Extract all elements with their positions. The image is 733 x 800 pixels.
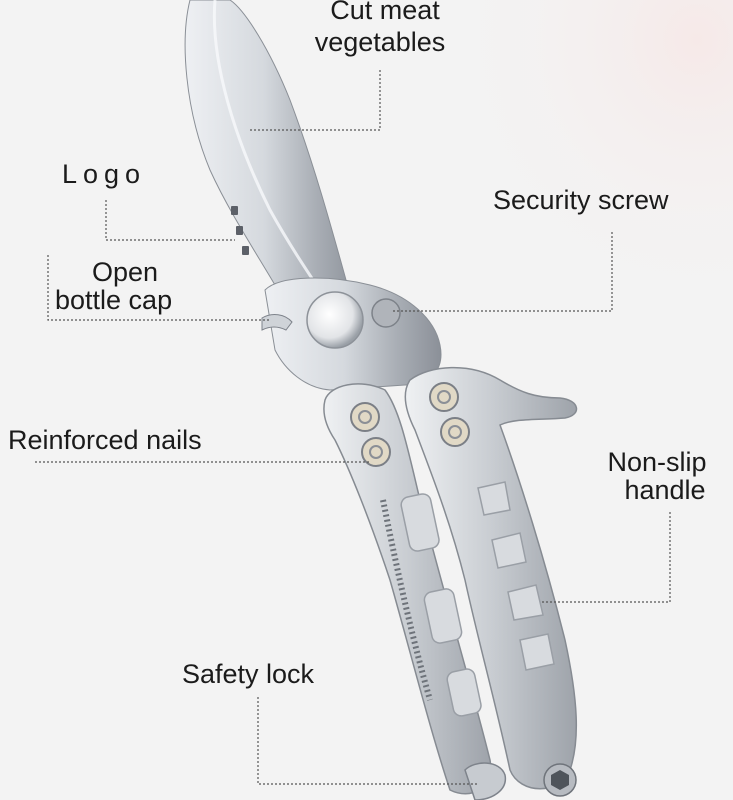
right-handle-grip-recesses [477, 481, 555, 671]
pivot-screw [306, 291, 364, 349]
safety-lock [464, 762, 577, 800]
right-handle [404, 366, 578, 790]
label-safety-lock: Safety lock [182, 659, 315, 689]
leader-logo [105, 200, 235, 241]
leader-non-slip [540, 512, 671, 603]
label-reinforced-nails: Reinforced nails [8, 425, 202, 455]
label-security-screw: Security screw [493, 185, 669, 215]
leader-security-screw [392, 232, 613, 312]
leader-cut-meat [250, 70, 381, 131]
label-open-bottle-line2: bottle cap [55, 285, 173, 315]
label-cut-meat-line2: vegetables [314, 27, 446, 57]
leader-safety-lock [257, 697, 478, 785]
security-screw [371, 298, 401, 328]
label-logo: Logo [62, 159, 147, 189]
reinforced-nails-right [429, 382, 470, 447]
logo-mark [231, 206, 249, 255]
label-cut-meat-line1: Cut meat [330, 0, 440, 25]
reinforced-nails-left [350, 402, 391, 467]
label-open-bottle-line1: Open [91, 257, 159, 287]
leader-open-bottle [47, 255, 270, 321]
label-non-slip-line1: Non-slip [607, 447, 707, 477]
leader-lines [35, 70, 671, 785]
label-non-slip-line2: handle [624, 475, 706, 505]
left-handle-grip-recesses [400, 493, 482, 717]
bottle-opener-notch [261, 314, 293, 331]
